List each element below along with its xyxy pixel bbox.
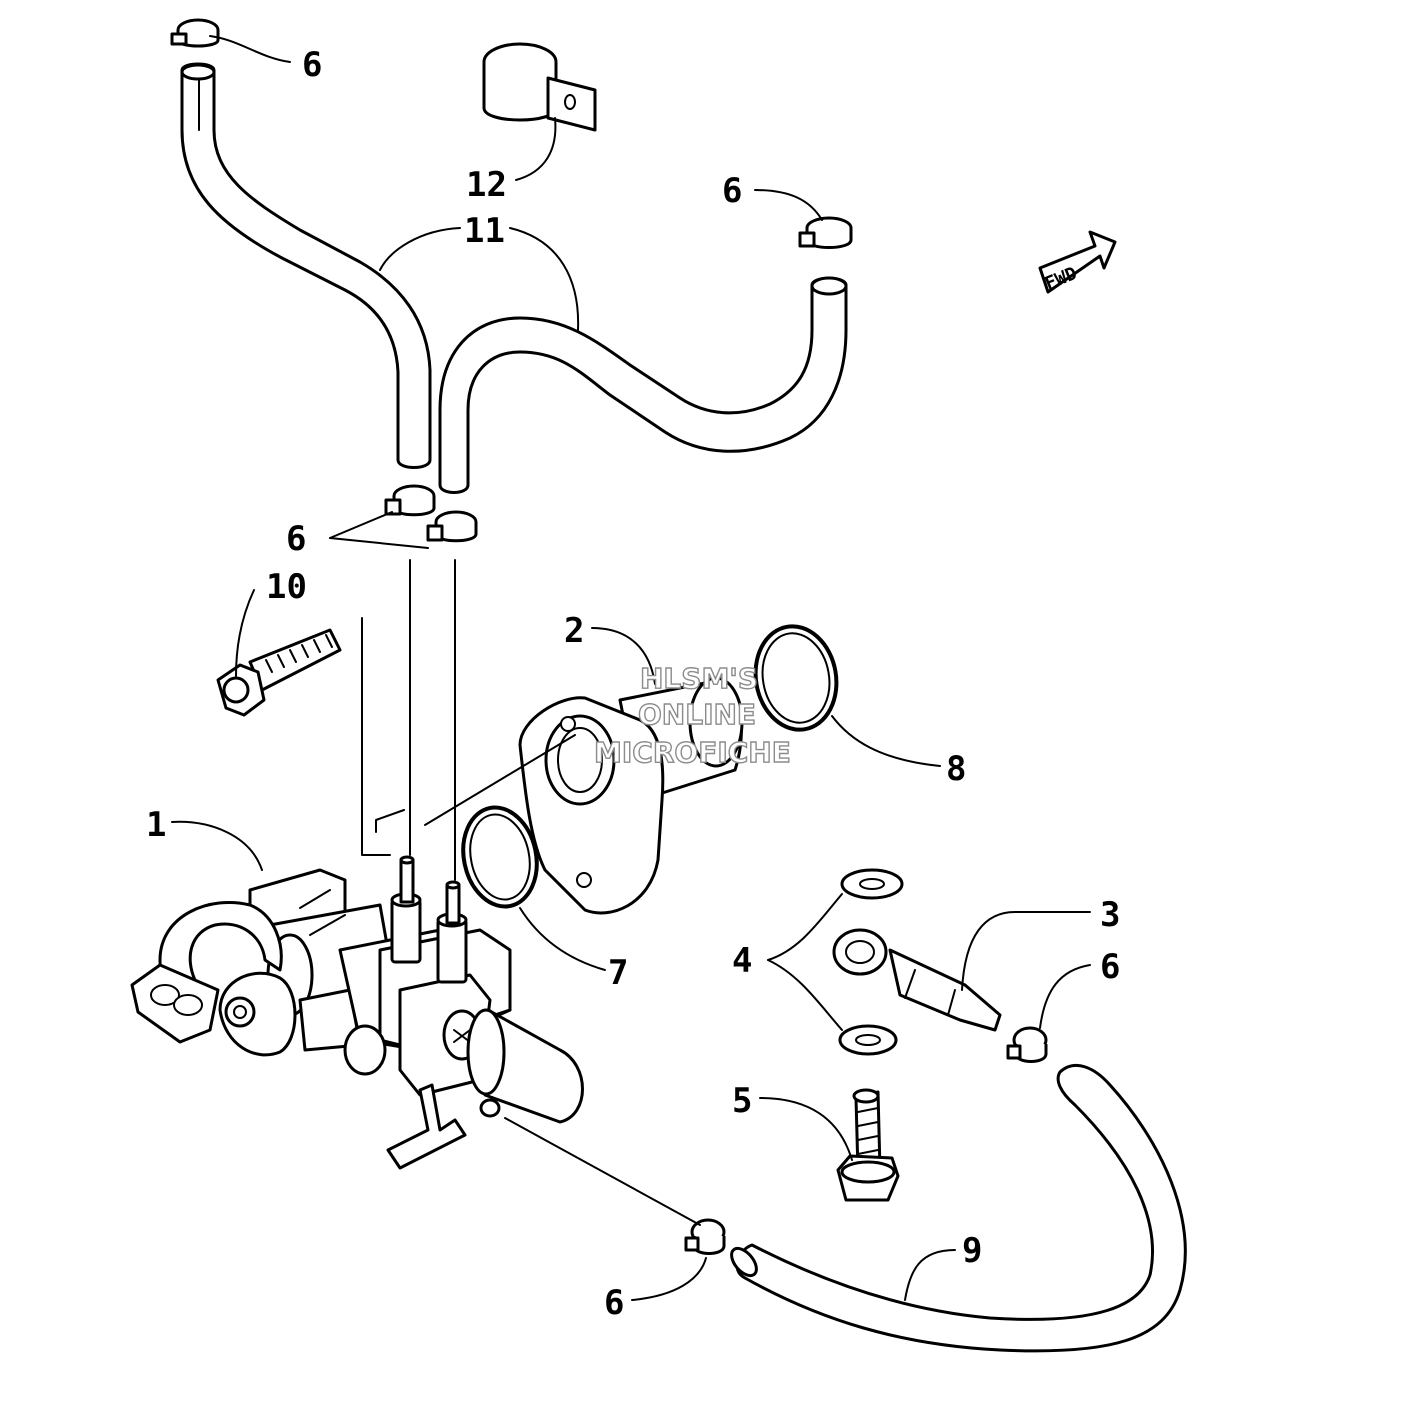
callout-6-fitting: 6	[1100, 947, 1120, 987]
fwd-arrow-icon: FWD	[1038, 230, 1117, 295]
callout-8: 8	[946, 749, 966, 789]
clamp-6-mid-a	[384, 484, 436, 517]
callout-1: 1	[146, 805, 166, 845]
callout-4: 4	[732, 941, 752, 981]
outlet-2	[518, 676, 744, 915]
washer-4-bottom	[838, 1024, 898, 1056]
clamp-6-mid-b	[426, 510, 478, 543]
hose-9	[730, 1063, 1187, 1353]
callout-10: 10	[266, 567, 307, 607]
watermark: HLSM'S ONLINE MICROFICHE	[593, 661, 791, 769]
clamp-6-top	[170, 18, 220, 48]
bracket-12	[482, 42, 597, 132]
hose-11-left	[180, 62, 432, 469]
callout-9: 9	[962, 1231, 982, 1271]
o-ring-7	[461, 805, 539, 909]
pump-assembly-1	[130, 855, 584, 1170]
callout-6-top: 6	[302, 45, 322, 85]
callout-2: 2	[564, 611, 584, 651]
callout-7: 7	[608, 953, 628, 993]
clamp-6-right	[798, 216, 853, 249]
banjo-bolt-5	[836, 1088, 900, 1202]
callout-6-bottom: 6	[604, 1283, 624, 1323]
callout-3: 3	[1100, 895, 1120, 935]
callout-12: 12	[466, 165, 507, 205]
watermark-line-2: ONLINE	[638, 698, 756, 731]
callout-labels: 6 12 6 11 6 10 2 8 1 7 3 4 6 5 9 6	[146, 45, 1120, 1323]
washer-4-top	[840, 868, 904, 900]
clamp-6-bottom	[684, 1218, 726, 1255]
leader-lines	[171, 35, 1091, 1301]
callout-6-mid: 6	[286, 519, 306, 559]
watermark-line-3: MICROFICHE	[594, 736, 791, 769]
callout-6-right: 6	[722, 171, 742, 211]
watermark-line-1: HLSM'S	[640, 662, 758, 695]
callout-11: 11	[464, 211, 505, 251]
callout-5: 5	[732, 1081, 752, 1121]
bolt-10	[216, 628, 342, 717]
hose-11-right	[438, 276, 848, 494]
banjo-fitting-3	[832, 928, 1002, 1032]
o-ring-8	[753, 624, 839, 732]
clamp-6-fitting	[1006, 1026, 1048, 1063]
